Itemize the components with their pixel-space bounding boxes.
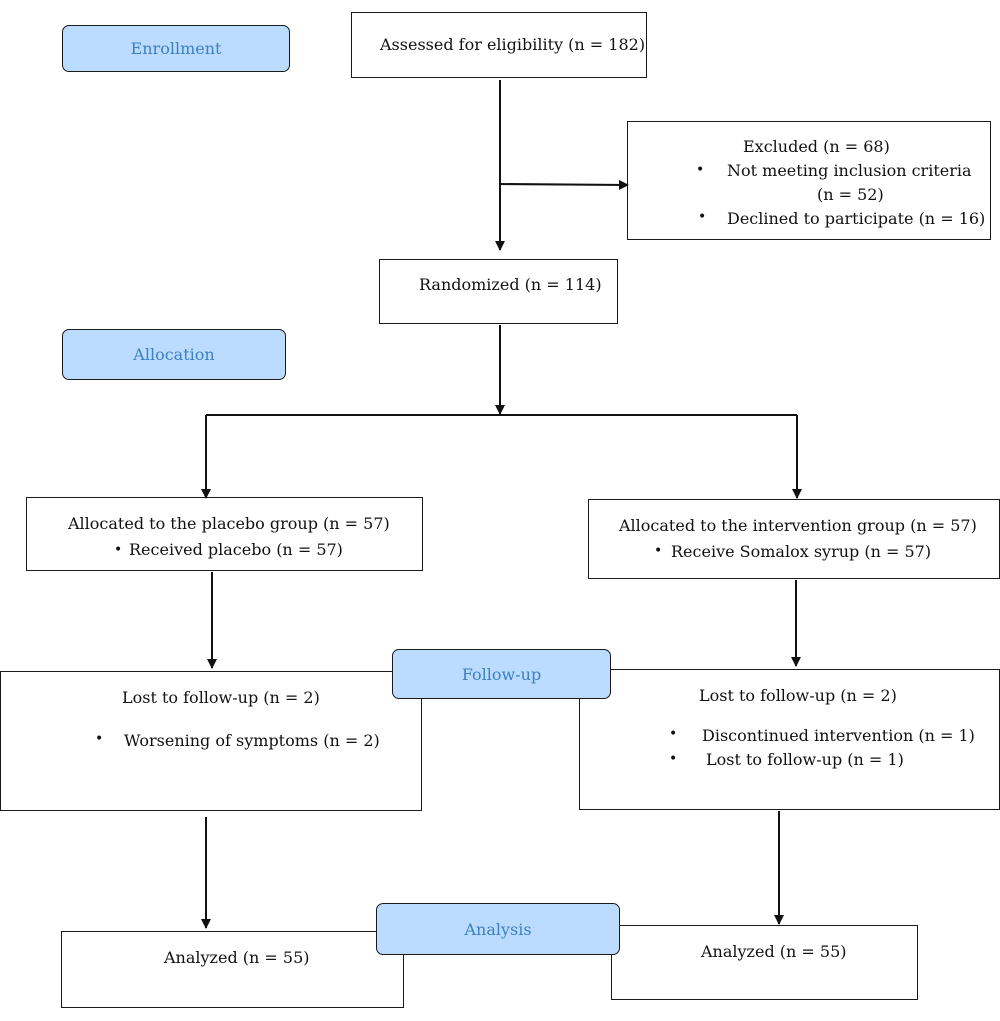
bullet: • bbox=[654, 543, 663, 559]
placebo-title: Allocated to the placebo group (n = 57) bbox=[68, 514, 390, 533]
placebo-analyzed-box: Analyzed (n = 55) bbox=[61, 931, 404, 1008]
excluded-item-1: Not meeting inclusion criteria bbox=[727, 161, 972, 180]
bullet: • bbox=[669, 726, 678, 742]
placebo-followup-box: Lost to follow-up (n = 2) • Worsening of… bbox=[0, 671, 422, 811]
assessed-text: Assessed for eligibility (n = 182) bbox=[380, 35, 646, 54]
intervention-item: Receive Somalox syrup (n = 57) bbox=[671, 542, 932, 561]
stage-enrollment: Enrollment bbox=[62, 25, 290, 72]
randomized-text: Randomized (n = 114) bbox=[419, 275, 602, 294]
placebo-allocation-box: Allocated to the placebo group (n = 57) … bbox=[26, 497, 423, 571]
stage-followup: Follow-up bbox=[392, 649, 611, 699]
arrow-to-excluded bbox=[499, 179, 629, 190]
placebo-lost-item: Worsening of symptoms (n = 2) bbox=[124, 731, 380, 750]
placebo-item: Received placebo (n = 57) bbox=[129, 540, 343, 559]
bullet: • bbox=[114, 542, 123, 558]
intervention-lost-title: Lost to follow-up (n = 2) bbox=[699, 686, 897, 705]
intervention-allocation-box: Allocated to the intervention group (n =… bbox=[588, 499, 1000, 579]
placebo-lost-title: Lost to follow-up (n = 2) bbox=[122, 688, 320, 707]
intervention-lost-item-1: Discontinued intervention (n = 1) bbox=[702, 726, 975, 745]
excluded-item-2: Declined to participate (n = 16) bbox=[727, 209, 986, 228]
stage-allocation: Allocation bbox=[62, 329, 286, 380]
bullet: • bbox=[95, 731, 104, 747]
excluded-item-1-count: (n = 52) bbox=[817, 185, 884, 204]
assessed-box: Assessed for eligibility (n = 182) bbox=[351, 12, 647, 78]
placebo-analyzed-text: Analyzed (n = 55) bbox=[164, 948, 310, 967]
bullet: • bbox=[698, 209, 707, 225]
intervention-analyzed-text: Analyzed (n = 55) bbox=[701, 942, 847, 961]
excluded-title: Excluded (n = 68) bbox=[743, 137, 890, 156]
excluded-box: Excluded (n = 68) • Not meeting inclusio… bbox=[627, 121, 991, 240]
bullet: • bbox=[669, 751, 678, 767]
randomized-box: Randomized (n = 114) bbox=[379, 259, 618, 324]
bullet: • bbox=[696, 162, 705, 178]
intervention-title: Allocated to the intervention group (n =… bbox=[619, 516, 977, 535]
stage-analysis: Analysis bbox=[376, 903, 620, 955]
intervention-lost-item-2: Lost to follow-up (n = 1) bbox=[706, 750, 904, 769]
intervention-analyzed-box: Analyzed (n = 55) bbox=[611, 925, 918, 1000]
